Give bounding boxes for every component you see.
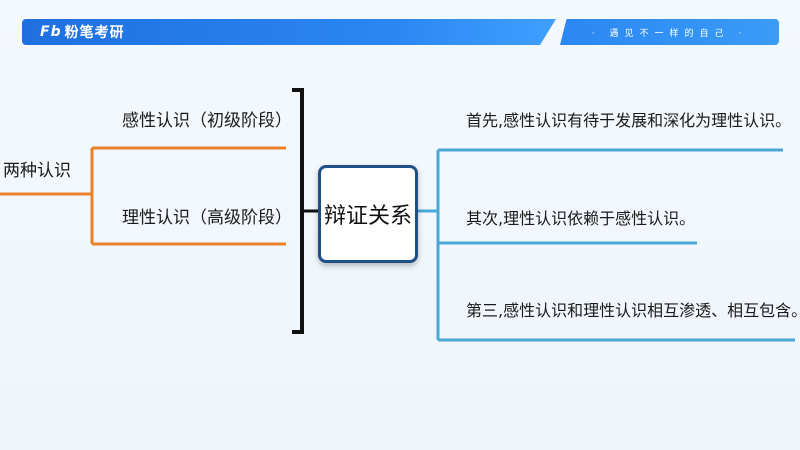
center-node: 辩证关系 — [318, 165, 418, 263]
relation-2: 其次,理性认识依赖于感性认识。 — [466, 209, 696, 228]
relation-3: 第三,感性认识和理性认识相互渗透、相互包含。 — [466, 301, 800, 320]
center-label: 辩证关系 — [323, 204, 412, 229]
branch-label-perceptual: 感性认识（初级阶段） — [122, 111, 292, 131]
header-banner-right: · 遇见不一样的自己 · — [560, 19, 779, 45]
bracket — [292, 88, 304, 334]
brand-logo: Fb — [40, 24, 62, 40]
branch-label-rational: 理性认识（高级阶段） — [122, 208, 292, 228]
slogan: · 遇见不一样的自己 · — [591, 28, 748, 39]
root-label: 两种认识 — [3, 161, 71, 181]
brand: Fb 粉笔考研 — [40, 20, 125, 44]
relation-1: 首先,感性认识有待于发展和深化为理性认识。 — [466, 111, 792, 130]
brand-name: 粉笔考研 — [64, 25, 125, 41]
header-banner-left — [22, 19, 556, 45]
